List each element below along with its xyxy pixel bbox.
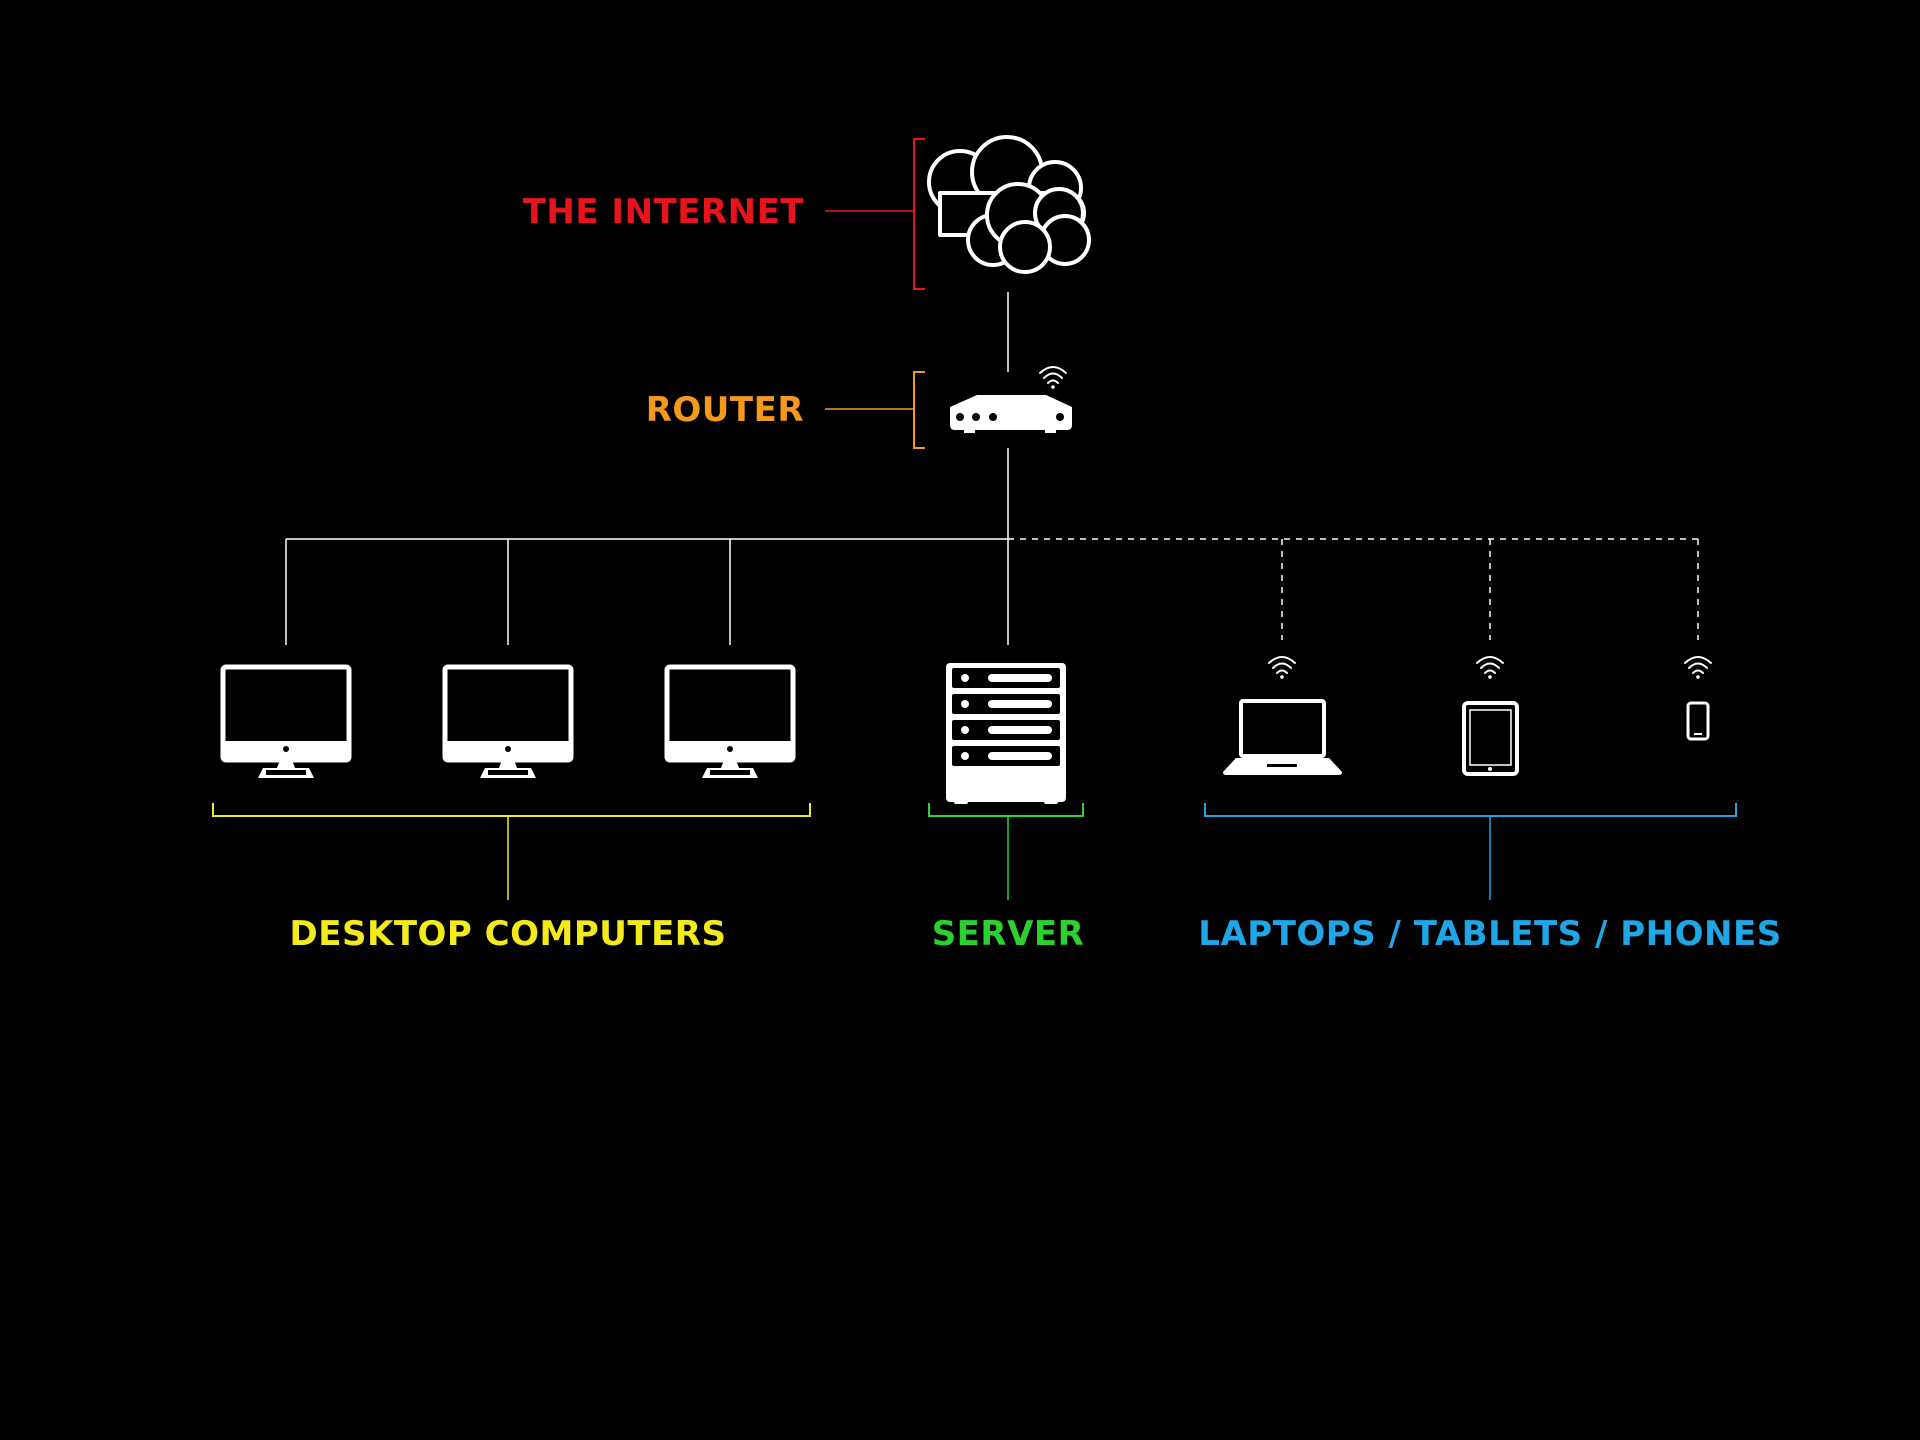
server-bracket — [928, 803, 1084, 817]
desktop-monitor-icon — [220, 664, 352, 778]
server-unit-2 — [952, 694, 1060, 714]
router-foot-right — [1045, 429, 1056, 433]
phone-wifi-icon — [1684, 656, 1712, 679]
desktop-computer-1 — [220, 664, 352, 778]
desktop-monitor-icon — [442, 664, 574, 778]
server-unit-4 — [952, 746, 1060, 766]
desktop-computer-2 — [442, 664, 574, 778]
laptop-icon — [1223, 699, 1342, 775]
server-unit-3 — [952, 720, 1060, 740]
router-body — [950, 395, 1072, 430]
server-group: SERVER — [928, 663, 1085, 954]
mobile-label: LAPTOPS / TABLETS / PHONES — [1198, 914, 1781, 954]
desktops-bracket — [212, 803, 811, 817]
internet-bracket — [913, 138, 925, 290]
wireless-links — [1008, 538, 1699, 640]
server-foot-left — [954, 798, 968, 804]
tablet-device — [1462, 656, 1519, 776]
connector-lines — [285, 292, 1699, 645]
desktops-label: DESKTOP COMPUTERS — [290, 914, 727, 954]
laptop-device — [1223, 656, 1342, 775]
phone-icon — [1686, 701, 1710, 741]
server-unit-1 — [952, 668, 1060, 688]
cloud-front — [966, 182, 1091, 274]
router-led-4 — [1056, 413, 1064, 421]
desktop-monitor-icon — [664, 664, 796, 778]
router-group: ROUTER — [646, 366, 1072, 449]
router-led-2 — [972, 413, 980, 421]
tablet-wifi-icon — [1476, 656, 1504, 679]
desktop-computer-3 — [664, 664, 796, 778]
router-led-1 — [956, 413, 964, 421]
phone-device — [1684, 656, 1712, 741]
cloud-icon — [927, 135, 1091, 274]
router-bracket — [913, 371, 925, 449]
server-rack-icon — [946, 663, 1066, 804]
router-wifi-icon — [1039, 366, 1067, 389]
internet-group: THE INTERNET — [523, 135, 1091, 290]
tablet-icon — [1462, 701, 1519, 776]
mobile-group-annotation: LAPTOPS / TABLETS / PHONES — [1198, 803, 1781, 954]
laptop-wifi-icon — [1268, 656, 1296, 679]
server-foot-right — [1044, 798, 1058, 804]
router-icon — [950, 366, 1072, 433]
router-foot-left — [964, 429, 975, 433]
router-led-3 — [989, 413, 997, 421]
internet-label: THE INTERNET — [523, 192, 805, 232]
router-label: ROUTER — [646, 390, 804, 430]
desktops-group-annotation: DESKTOP COMPUTERS — [212, 803, 811, 954]
server-label: SERVER — [932, 914, 1085, 954]
mobile-bracket — [1204, 803, 1737, 817]
